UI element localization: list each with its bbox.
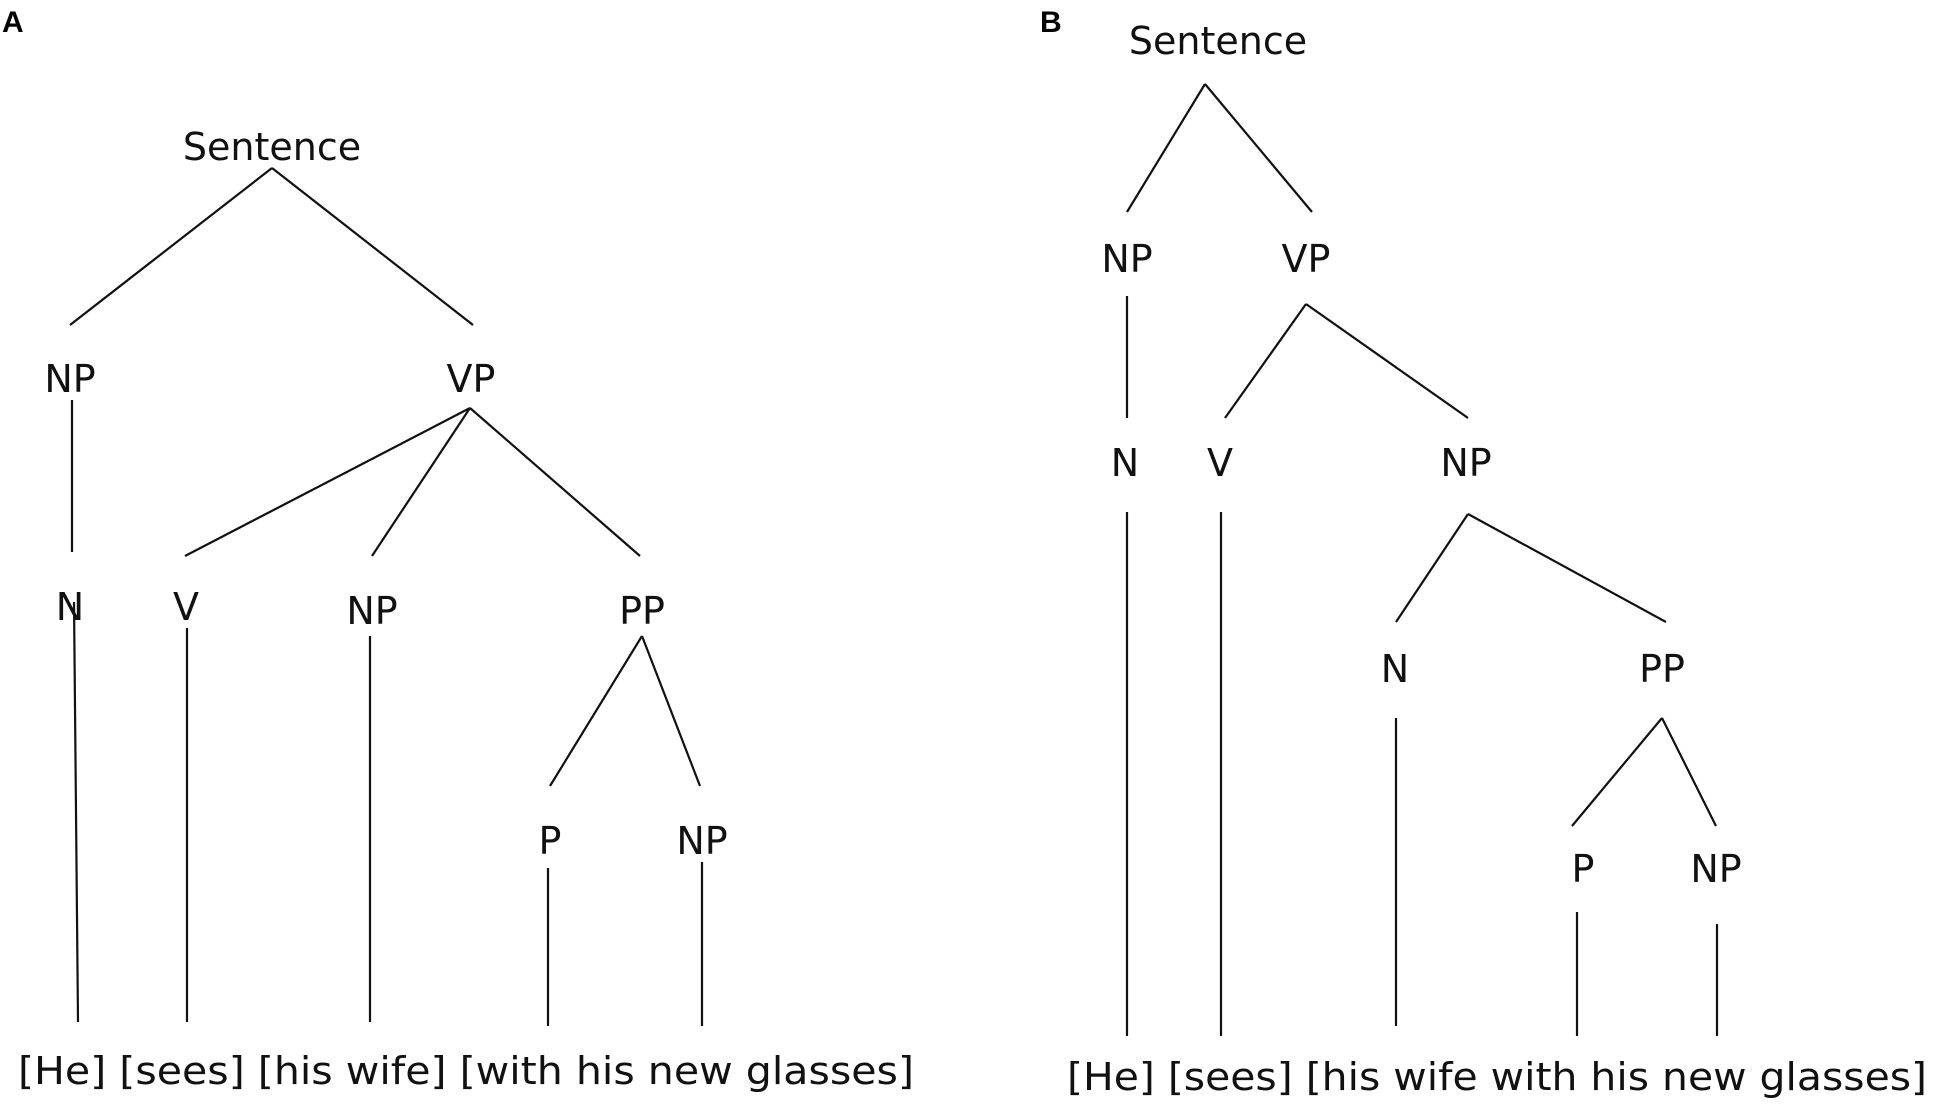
edge-b-vp-np bbox=[1305, 303, 1469, 419]
panel-b: B Sentence NP VP N V NP N PP P NP [He] [… bbox=[1040, 6, 1927, 1099]
node-a-np-object: NP bbox=[346, 589, 397, 633]
edge-a-vp-np bbox=[371, 407, 471, 557]
edge-b-sentence-np bbox=[1126, 83, 1206, 213]
node-a-p: P bbox=[539, 819, 562, 863]
node-b-p: P bbox=[1572, 847, 1595, 891]
node-a-v: V bbox=[173, 585, 199, 629]
panel-b-label: B bbox=[1040, 6, 1062, 39]
node-b-np-object: NP bbox=[1440, 441, 1491, 485]
node-a-vp: VP bbox=[447, 357, 496, 401]
node-b-np: NP bbox=[1101, 237, 1152, 281]
node-b-sentence: Sentence bbox=[1129, 19, 1307, 63]
node-a-np: NP bbox=[44, 357, 95, 401]
edge-b-np-n bbox=[1395, 513, 1469, 623]
edge-b-vp-v bbox=[1224, 303, 1307, 419]
edge-a-sentence-np bbox=[69, 167, 273, 326]
edge-a-sentence-vp bbox=[271, 167, 474, 326]
panel-a-label: A bbox=[2, 6, 24, 39]
node-a-n: N bbox=[56, 585, 84, 629]
edge-a-vp-pp bbox=[469, 407, 641, 557]
node-b-np-pp: NP bbox=[1690, 847, 1741, 891]
node-b-vp: VP bbox=[1282, 237, 1331, 281]
node-b-v: V bbox=[1207, 441, 1233, 485]
node-b-pp: PP bbox=[1639, 647, 1685, 691]
edge-a-n-word bbox=[72, 601, 80, 1023]
node-a-sentence: Sentence bbox=[183, 125, 361, 169]
sentence-a: [He] [sees] [his wife] [with his new gla… bbox=[18, 1049, 914, 1093]
edge-a-vp-v bbox=[184, 407, 471, 557]
edge-a-pp-np bbox=[640, 635, 702, 787]
node-b-n-object: N bbox=[1381, 647, 1409, 691]
node-a-np-pp: NP bbox=[676, 819, 727, 863]
node-b-n: N bbox=[1111, 441, 1139, 485]
panel-a: A Sentence NP VP N V NP PP P NP [He] [se… bbox=[2, 6, 914, 1093]
edge-b-sentence-vp bbox=[1204, 83, 1313, 213]
sentence-b: [He] [sees] [his wife with his new glass… bbox=[1067, 1055, 1927, 1099]
edge-a-pp-p bbox=[549, 635, 643, 787]
node-a-pp: PP bbox=[619, 589, 665, 633]
edge-b-pp-p bbox=[1571, 717, 1663, 827]
edge-b-np-pp bbox=[1467, 513, 1667, 623]
edge-b-pp-np bbox=[1661, 717, 1717, 827]
